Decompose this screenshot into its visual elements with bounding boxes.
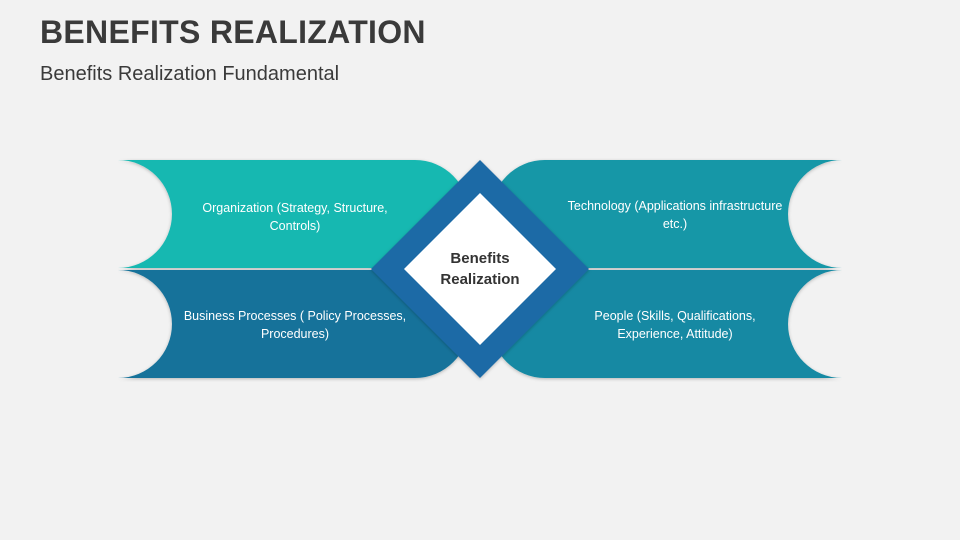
panel-top-left <box>118 160 469 268</box>
panel-bottom-left-text: Business Processes ( Policy Processes, P… <box>183 309 407 341</box>
panel-bottom-left <box>118 270 469 378</box>
slide-title: BENEFITS REALIZATION <box>40 14 426 50</box>
panel-bottom-right-text: People (Skills, Qualifications, Experien… <box>594 309 756 341</box>
center-label: Benefits Realization <box>440 250 520 288</box>
panel-bottom-right <box>491 270 842 378</box>
panel-top-right <box>491 160 842 268</box>
panel-top-right-text: Technology (Applications infrastructure … <box>567 199 783 231</box>
center-inner-diamond <box>404 193 556 345</box>
panel-top-left-text: Organization (Strategy, Structure, Contr… <box>202 201 388 233</box>
slide-subtitle: Benefits Realization Fundamental <box>40 63 340 85</box>
